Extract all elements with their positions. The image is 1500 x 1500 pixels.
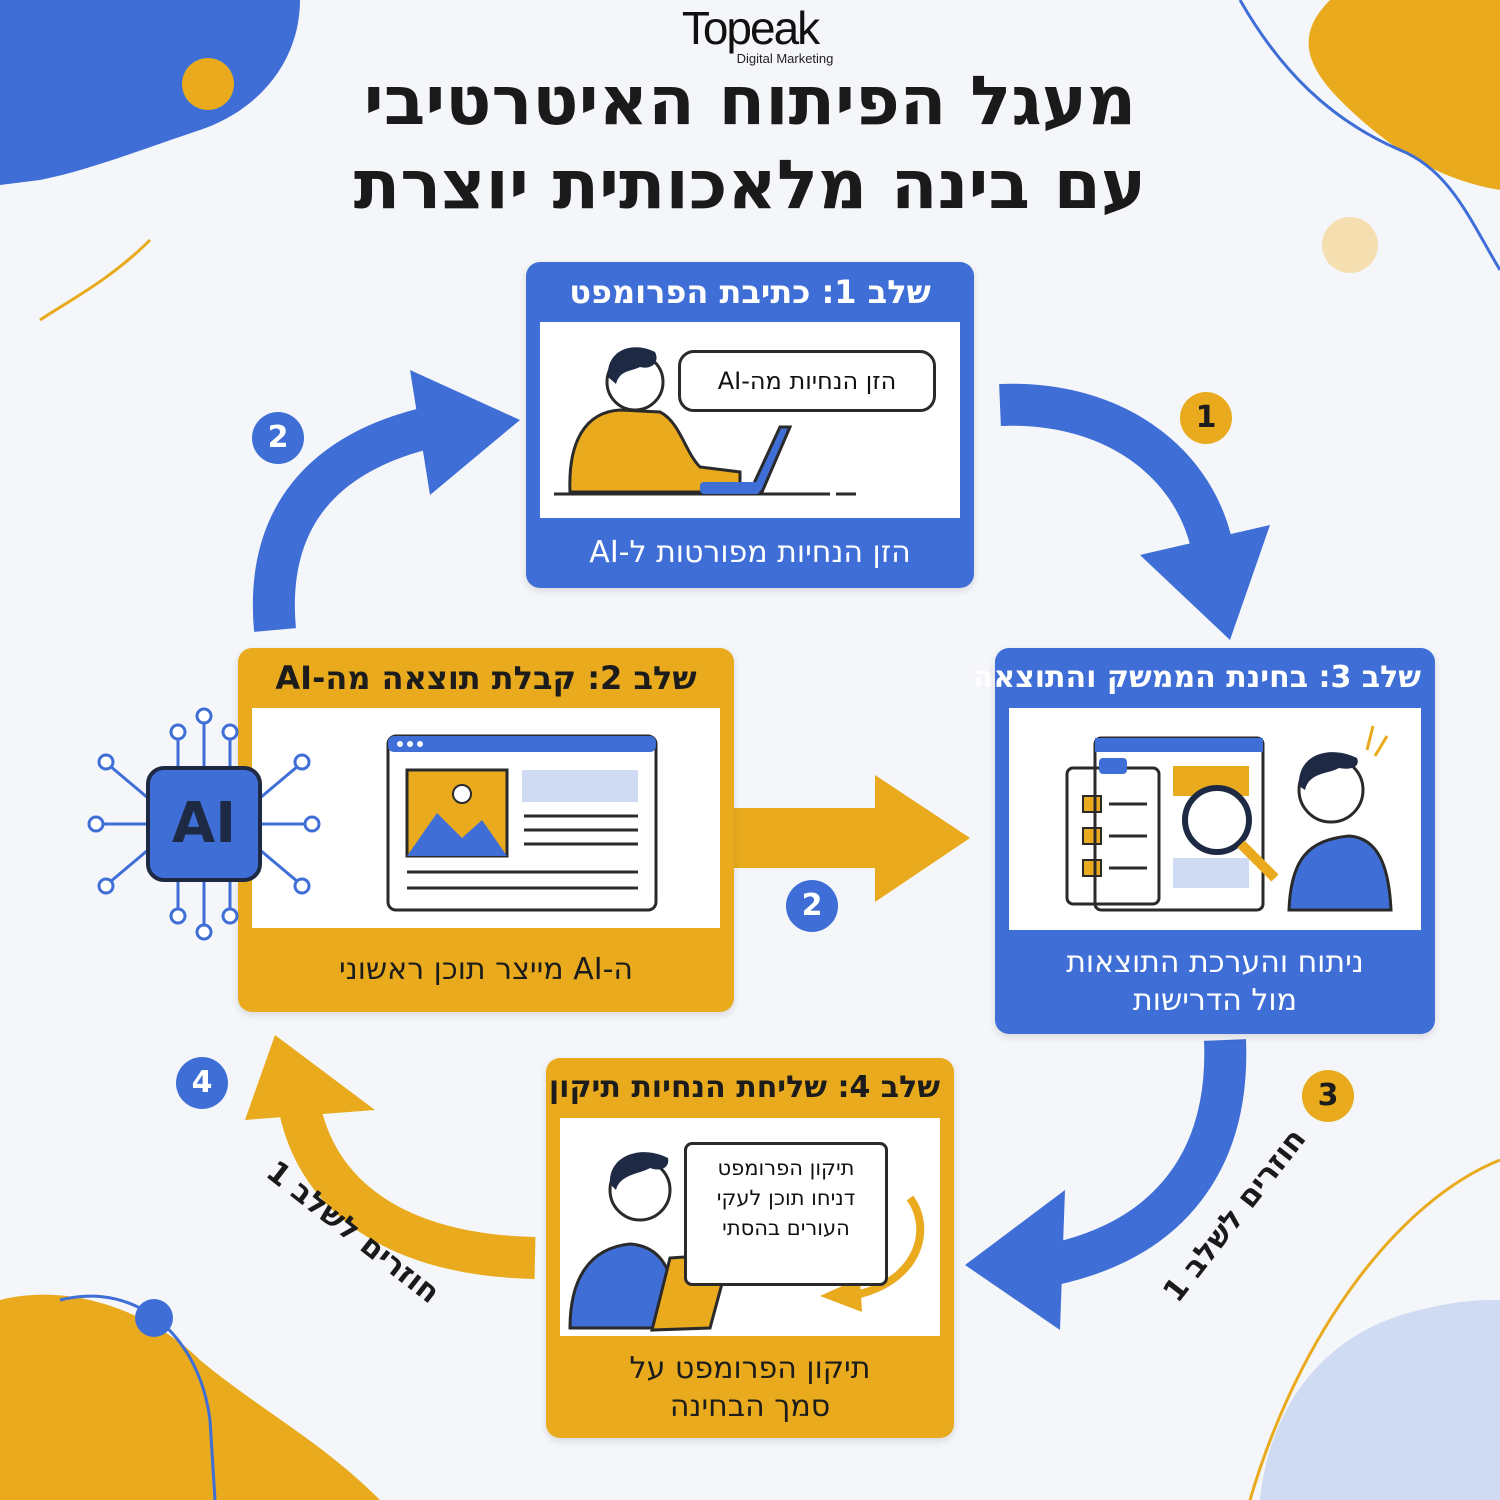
marker-2-middle: 2 <box>786 880 838 932</box>
title-line-1: מעגל הפיתוח האיטרטיבי <box>363 62 1137 141</box>
step-3-illustration <box>1009 708 1421 930</box>
marker-2-top: 2 <box>252 412 304 464</box>
ai-chip-label: AI <box>171 791 237 856</box>
person-editing-icon <box>568 1152 925 1332</box>
step-3-header: שלב 3: בחינת הממשק והתוצאה <box>972 660 1421 695</box>
step-4-header: שלב 4: שליחת הנחיות תיקון <box>548 1070 940 1105</box>
brand-name: Topeak <box>681 2 820 54</box>
step-1-footer: הזן הנחיות מפורטות ל-AI <box>589 535 911 570</box>
step-2-card: שלב 2: קבלת תוצאה מה-AI ה-AI מייצר תוכן … <box>238 648 734 1012</box>
brand-tagline: Digital Marketing <box>736 51 834 66</box>
step-4-footer-line-1: תיקון הפרומפט על <box>629 1351 871 1386</box>
ai-chip-icon: AI <box>87 706 321 942</box>
step-4-card: שלב 4: שליחת הנחיות תיקון תיקון הפרומפט … <box>546 1058 954 1438</box>
step-3-footer-line-1: ניתוח והערכת התוצאות <box>1066 945 1364 980</box>
step-2-footer: ה-AI מייצר תוכן ראשוני <box>339 952 634 987</box>
step-3-footer-line-2: מול הדרישות <box>1133 983 1297 1018</box>
title-line-2: עם בינה מלאכותית יוצרת <box>353 146 1147 225</box>
review-magnifier-icon <box>1065 725 1393 912</box>
marker-4: 4 <box>176 1057 228 1109</box>
step-3-card: שלב 3: בחינת הממשק והתוצאה <box>972 648 1435 1034</box>
step-4-note-line-2: דניחו תוכן לעקי <box>716 1186 856 1210</box>
step-2-illustration <box>252 708 720 928</box>
person-laptop-icon <box>554 347 856 496</box>
step-4-prompt-note: תיקון הפרומפט דניחו תוכן לעקי העורים בהס… <box>684 1142 888 1286</box>
marker-1: 1 <box>1180 392 1232 444</box>
step-4-footer: תיקון הפרומפט על סמך הבחינה <box>546 1338 954 1438</box>
step-2-header: שלב 2: קבלת תוצאה מה-AI <box>275 659 697 697</box>
marker-3: 3 <box>1302 1070 1354 1122</box>
step-4-note-line-3: העורים בהסתי <box>722 1216 850 1240</box>
step-1-header: שלב 1: כתיבת הפרומפט <box>569 273 931 311</box>
step-3-footer: ניתוח והערכת התוצאות מול הדרישות <box>995 930 1435 1034</box>
step-4-footer-line-2: סמך הבחינה <box>669 1389 831 1424</box>
step-1-speech-bubble: הזן הנחיות מה-AI <box>678 350 936 412</box>
step-1-card: שלב 1: כתיבת הפרומפט הזן הנחיות מה-AI הז… <box>526 262 974 588</box>
brand-logo: Topeak Digital Marketing <box>650 4 850 70</box>
generated-content-window-icon <box>386 734 658 912</box>
step-4-note-line-1: תיקון הפרומפט <box>717 1156 855 1180</box>
